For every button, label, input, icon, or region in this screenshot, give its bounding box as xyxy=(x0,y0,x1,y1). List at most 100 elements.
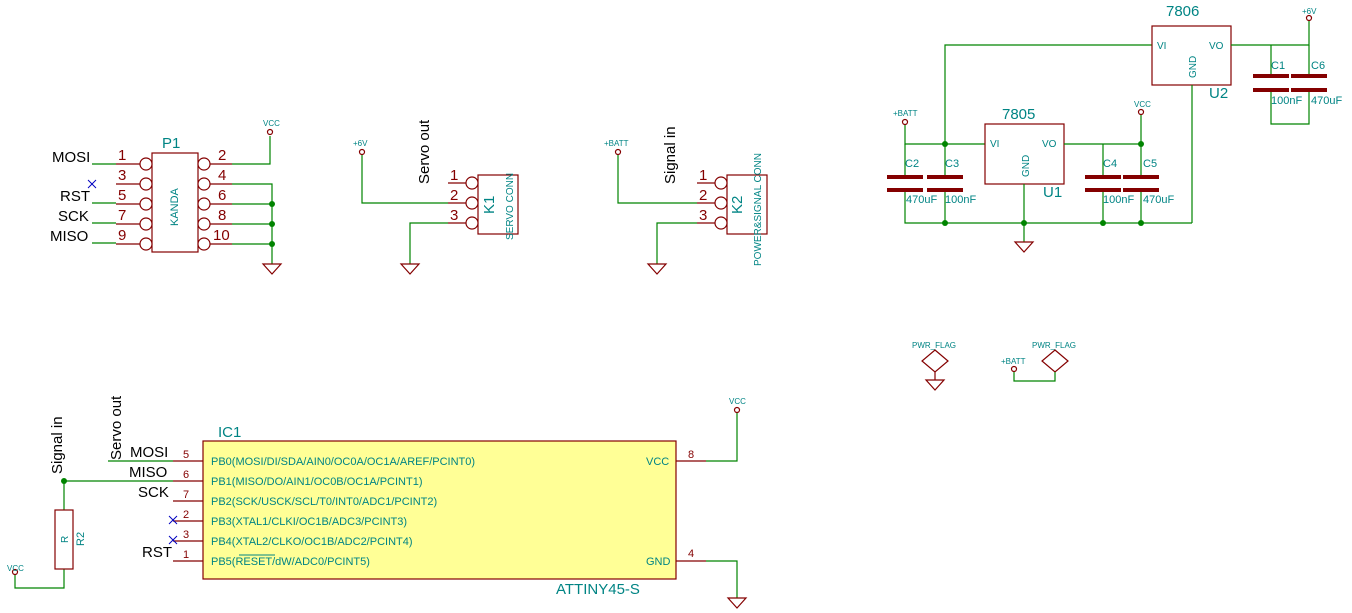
programmer-gnd-wires xyxy=(232,183,273,264)
servo-connector[interactable]: Servo out +6V 1 2 3 K1 SERVO CONN xyxy=(353,119,519,275)
u2-cap-wires xyxy=(1270,45,1310,125)
pin-number: 2 xyxy=(218,147,226,164)
programmer-right-pins xyxy=(210,163,232,245)
mcu-body xyxy=(202,440,677,580)
junction-dot xyxy=(269,221,275,227)
pin-number: 8 xyxy=(688,449,694,461)
signal-connector[interactable]: Signal in +BATT 1 2 3 K2 POWER&SIGNAL CO… xyxy=(604,126,768,275)
programmer-ref: P1 xyxy=(162,135,180,152)
servo-connector-body xyxy=(477,174,519,235)
u1-cap-top-wires xyxy=(904,144,1142,176)
mcu-pin-name: GND xyxy=(646,556,671,568)
batt-label: +BATT xyxy=(893,109,918,118)
vcc-power-symbol xyxy=(11,568,19,576)
pin-number: 2 xyxy=(699,187,707,204)
junction-dot xyxy=(1100,220,1106,226)
mcu-value: ATTINY45-S xyxy=(556,581,640,598)
vcc-power-symbol xyxy=(266,128,274,136)
u2-input-wire xyxy=(944,44,1152,144)
servo-out-label: Servo out xyxy=(416,119,433,184)
programmer-left-pins xyxy=(116,163,140,245)
pwr-flag-label: PWR_FLAG xyxy=(912,341,956,350)
ground-symbol xyxy=(924,372,946,391)
servo-connector-value: SERVO CONN xyxy=(505,173,516,240)
vcc-label: VCC xyxy=(7,564,24,573)
c1-ref: C1 xyxy=(1271,60,1285,72)
net-label-rst: RST xyxy=(60,188,90,205)
c6-value: 470uF xyxy=(1311,95,1342,107)
mcu-pin-name: PB3(XTAL1/CLKI/OC1B/ADC3/PCINT3) xyxy=(211,516,407,528)
junction-dot xyxy=(269,241,275,247)
programmer-left-wires xyxy=(92,163,116,244)
u1-ref: U1 xyxy=(1043,184,1062,201)
mcu-attiny45[interactable]: IC1 ATTINY45-S 5 6 7 2 3 1 8 4 PB0(MOSI/… xyxy=(7,395,748,609)
signal-in-label: Signal in xyxy=(662,126,679,184)
signal-gnd-wire xyxy=(656,222,697,264)
vcc-power-symbol xyxy=(1137,108,1145,116)
pin-number: 3 xyxy=(699,207,707,224)
c5-value: 470uF xyxy=(1143,194,1174,206)
c3-ref: C3 xyxy=(945,158,959,170)
resistor-value: R xyxy=(60,536,71,543)
u2-body xyxy=(1151,25,1232,86)
regulator-5v[interactable]: +BATT 7805 VI VO GND U1 VCC C2 470uF C3 … xyxy=(887,100,1192,253)
junction-dot xyxy=(942,141,948,147)
junction-dot xyxy=(942,220,948,226)
pin-number: 6 xyxy=(183,469,189,481)
programmer-body xyxy=(151,152,199,253)
resistor-wires xyxy=(14,481,65,589)
ground-symbol xyxy=(646,263,668,275)
mcu-pin-name: PB5(RESET/dW/ADC0/PCINT5) xyxy=(211,556,370,568)
mcu-net-wires xyxy=(64,460,173,482)
c2-value: 470uF xyxy=(906,194,937,206)
pin-number: 3 xyxy=(450,207,458,224)
pin-number: 3 xyxy=(118,167,126,184)
batt-power-symbol xyxy=(901,118,909,126)
programmer-vcc-wire xyxy=(232,136,271,165)
signal-in-label: Signal in xyxy=(49,416,66,474)
signal-connector-value: POWER&SIGNAL CONN xyxy=(753,153,764,266)
programmer-value: KANDA xyxy=(169,187,181,226)
c6-ref: C6 xyxy=(1311,60,1325,72)
batt-label: +BATT xyxy=(1001,357,1026,366)
servo-gnd-wire xyxy=(409,222,448,264)
net-label-sck: SCK xyxy=(58,208,89,225)
resistor-r2-body xyxy=(54,509,74,570)
no-connect-marker xyxy=(87,179,97,189)
mcu-pin-name: PB4(XTAL2/CLKO/OC1B/ADC2/PCINT4) xyxy=(211,536,413,548)
pin-number: 7 xyxy=(118,207,126,224)
u2-pin-vi: VI xyxy=(1157,41,1166,52)
u1-value: 7805 xyxy=(1002,106,1035,123)
u2-ref: U2 xyxy=(1209,85,1228,102)
junction-dot xyxy=(269,201,275,207)
mcu-pin-name: PB1(MISO/DO/AIN1/OC0B/OC1A/PCINT1) xyxy=(211,476,423,488)
signal-connector-ref: K2 xyxy=(729,196,746,214)
net-label-mosi: MOSI xyxy=(130,444,168,461)
c5-ref: C5 xyxy=(1143,158,1157,170)
regulator-6v[interactable]: 7806 VI VO GND U2 +6V C1 100nF C6 470uF xyxy=(944,3,1342,223)
u2-pin-gnd: GND xyxy=(1188,56,1199,78)
u2-output-wire xyxy=(1231,20,1310,46)
signal-pins xyxy=(697,182,715,224)
c3-value: 100nF xyxy=(945,194,976,206)
junction-dot xyxy=(1021,220,1027,226)
batt-power-symbol xyxy=(614,148,622,156)
net-label-miso: MISO xyxy=(50,228,88,245)
plus6v-power-symbol xyxy=(1305,14,1313,22)
vcc-label: VCC xyxy=(1134,100,1151,109)
flag-wire xyxy=(1013,372,1056,382)
mcu-pin-name: PB0(MOSI/DI/SDA/AIN0/OC0A/OC1A/AREF/PCIN… xyxy=(211,456,475,468)
no-connect-marker xyxy=(168,515,178,545)
programmer-header[interactable]: MOSI RST SCK MISO 1 3 5 7 9 2 4 6 8 10 P… xyxy=(50,119,283,275)
pin-number: 5 xyxy=(183,449,189,461)
u2-pin-vo: VO xyxy=(1209,41,1224,52)
batt-power-symbol xyxy=(1010,365,1018,373)
pwr-flag-symbol xyxy=(921,349,949,373)
programmer-pin-circles xyxy=(139,157,211,251)
pwr-flag-label: PWR_FLAG xyxy=(1032,341,1076,350)
pin-number: 2 xyxy=(183,509,189,521)
power-flags[interactable]: PWR_FLAG PWR_FLAG +BATT xyxy=(912,341,1076,391)
u1-gnd-bus xyxy=(904,184,1192,242)
mcu-ref: IC1 xyxy=(218,424,241,441)
